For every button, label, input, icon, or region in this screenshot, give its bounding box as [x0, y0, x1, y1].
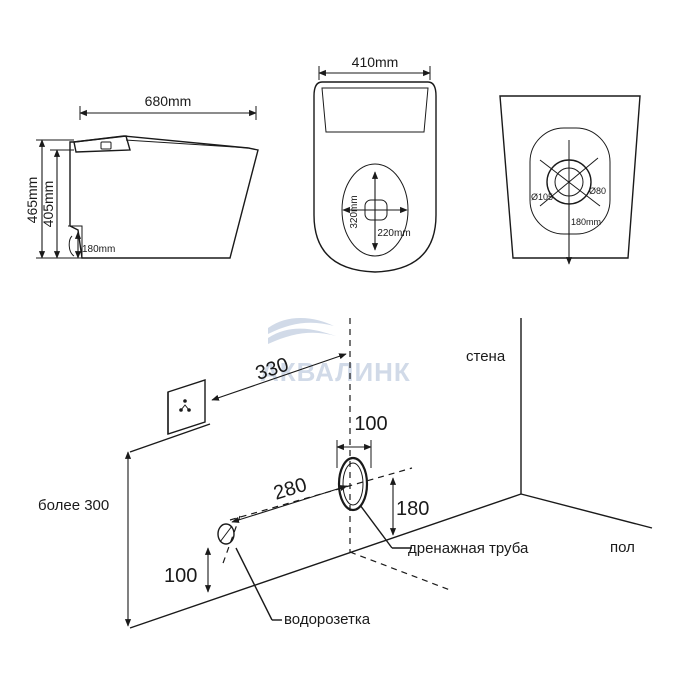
inner-diameter-label: Ø80	[589, 186, 606, 196]
drain-pipe-label: дренажная труба	[408, 540, 529, 557]
top-view: 410mm 320mm 220mm	[313, 54, 437, 273]
bowl-length-label: 320mm	[349, 195, 360, 228]
wall-label: стена	[466, 348, 506, 365]
toilet-bottom-outline	[499, 95, 641, 259]
socket-icon	[179, 399, 191, 412]
toilet-side-profile	[69, 135, 259, 259]
base-foot-outline	[529, 127, 611, 235]
width-label: 680mm	[145, 93, 192, 109]
water-outlet	[217, 523, 235, 545]
toilet-top-outline	[313, 81, 437, 273]
bowl-width-label: 220mm	[377, 228, 410, 239]
height-seat-label: 405mm	[40, 181, 56, 228]
side-view: 680mm 465mm 405mm 180mm	[24, 93, 259, 259]
floor-label: пол	[610, 539, 635, 556]
dim-100-left-label: 100	[164, 565, 197, 587]
installation-plan: 330 100 180 280 100 более 300 стена пол …	[38, 318, 653, 629]
offset-label: 180mm	[571, 217, 601, 227]
outer-diameter-label: Ø105	[531, 192, 553, 202]
height-total-label: 465mm	[24, 177, 40, 224]
outlet-height-label: 180mm	[82, 244, 115, 255]
bottom-view: Ø105 Ø80 180mm	[499, 95, 641, 265]
top-width-label: 410mm	[352, 54, 399, 70]
water-outlet-label: водорозетка	[284, 611, 371, 628]
dim-more-300-label: более 300	[38, 497, 109, 514]
floor-wall-line-right	[520, 493, 653, 529]
control-panel-icon	[100, 141, 112, 150]
bowl-outline	[341, 163, 409, 257]
floor-wall-line-left	[129, 493, 522, 629]
dim-180-label: 180	[396, 498, 429, 520]
drain-pipe-outer	[337, 456, 369, 512]
dim-100-top-label: 100	[354, 413, 387, 435]
drain-pipe-inner	[342, 462, 364, 506]
water-leader-line	[235, 547, 273, 621]
drain-leader-line	[359, 504, 393, 549]
